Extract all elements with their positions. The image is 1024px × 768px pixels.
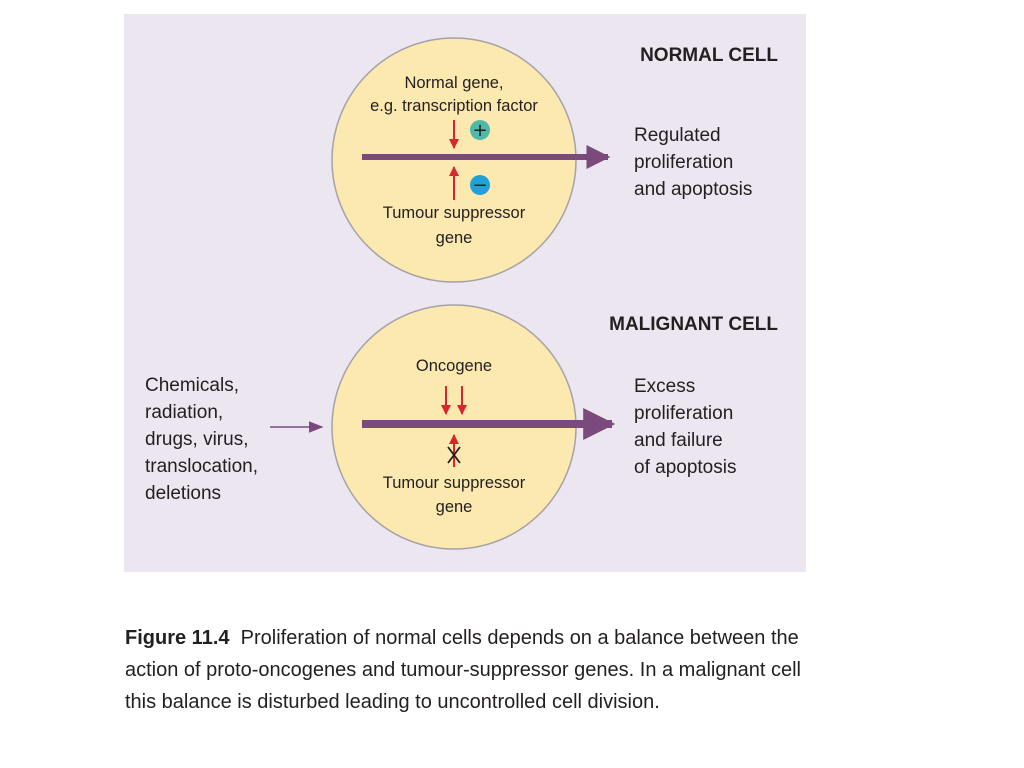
caption-label: Figure 11.4 — [125, 627, 230, 649]
normal-outcome-line2: proliferation — [634, 152, 733, 173]
diagram: NORMAL CELL Normal gene, e.g. transcript… — [145, 37, 778, 550]
normal-suppressor-label-line1: Tumour suppressor — [383, 204, 526, 222]
minus-sign: − — [472, 175, 487, 196]
plus-badge — [470, 120, 490, 140]
malignant-cell-group: MALIGNANT CELL Oncogene Tumour suppresso… — [145, 304, 778, 550]
plus-sign: + — [472, 120, 487, 141]
malignant-outcome-line1: Excess — [634, 376, 695, 397]
normal-outcome-line1: Regulated — [634, 125, 721, 146]
caption-text: Proliferation of normal cells depends on… — [125, 627, 801, 713]
cause-line3: drugs, virus, — [145, 429, 248, 450]
cause-line2: radiation, — [145, 402, 223, 423]
figure-caption: Figure 11.4 Proliferation of normal cell… — [125, 622, 805, 718]
normal-suppressor-label-line2: gene — [436, 229, 473, 247]
normal-cell-group: NORMAL CELL Normal gene, e.g. transcript… — [331, 37, 778, 283]
malignant-outcome-line2: proliferation — [634, 403, 733, 424]
malignant-suppressor-label-line2: gene — [436, 498, 473, 516]
cause-line5: deletions — [145, 483, 221, 504]
normal-gene-label-line2: e.g. transcription factor — [370, 97, 538, 115]
block-cross-icon — [447, 446, 461, 464]
cause-line4: translocation, — [145, 456, 258, 477]
malignant-outcome-line3: and failure — [634, 430, 723, 451]
cause-line1: Chemicals, — [145, 375, 239, 396]
normal-cell-heading: NORMAL CELL — [640, 45, 778, 66]
normal-gene-label-line1: Normal gene, — [404, 74, 503, 92]
oncogene-label: Oncogene — [416, 357, 492, 375]
malignant-outcome-line4: of apoptosis — [634, 457, 736, 478]
malignant-cell-heading: MALIGNANT CELL — [609, 314, 778, 335]
figure-panel: NORMAL CELL Normal gene, e.g. transcript… — [124, 14, 806, 572]
malignant-suppressor-label-line1: Tumour suppressor — [383, 474, 526, 492]
normal-outcome-line3: and apoptosis — [634, 179, 752, 200]
minus-badge — [470, 175, 490, 195]
